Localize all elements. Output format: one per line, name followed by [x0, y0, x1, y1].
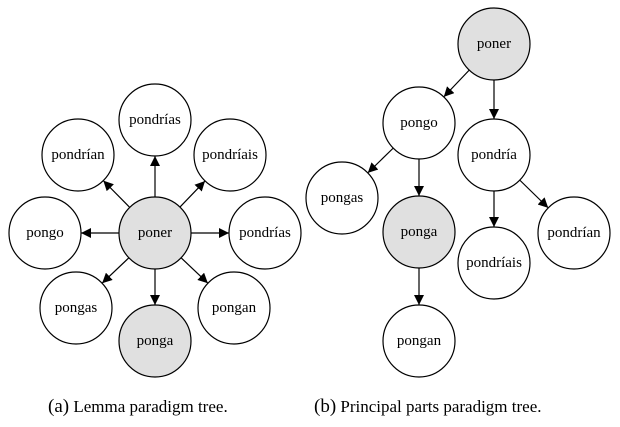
node-b-pondria: pondría	[457, 118, 531, 192]
node-circle	[193, 118, 267, 192]
edge-a-poner-to-a-pongas	[101, 257, 130, 284]
node-a-pongo: pongo	[8, 196, 82, 270]
node-circle	[382, 86, 456, 160]
edge-b-pondria-to-b-pondrian	[519, 179, 549, 209]
node-label: pongo	[400, 115, 438, 131]
node-b-pongo: pongo	[382, 86, 456, 160]
node-label: pondrían	[547, 225, 601, 241]
edge-a-poner-to-a-pondriais	[179, 180, 206, 208]
caption-lemma-tree: (a) Lemma paradigm tree.	[48, 396, 228, 418]
node-label: ponga	[137, 333, 174, 349]
node-b-ponga: ponga	[382, 195, 456, 269]
node-label: poner	[477, 36, 511, 52]
node-circle	[457, 118, 531, 192]
node-circle	[305, 161, 379, 235]
nodes-layer: poner pondrías pondríais pondrías pongan pong…	[8, 7, 611, 378]
caption-a-text: Lemma paradigm tree.	[73, 397, 228, 416]
caption-a-tag: (a)	[48, 396, 70, 417]
node-a-pondrias-top: pondrías	[118, 83, 192, 157]
paradigm-tree-diagram: poner pondrías pondríais pondrías pongan pong…	[8, 7, 611, 378]
node-label: pondríais	[466, 255, 522, 271]
node-label: ponga	[401, 224, 438, 240]
node-circle	[457, 7, 531, 81]
node-label: pongas	[321, 190, 364, 206]
edges-layer	[81, 69, 549, 305]
node-a-poner: poner	[118, 196, 192, 270]
node-a-pondrias-right: pondrías	[228, 196, 302, 270]
node-circle	[8, 196, 82, 270]
node-circle	[118, 83, 192, 157]
node-circle	[39, 271, 113, 345]
edge-b-poner-to-b-pongo	[443, 69, 470, 98]
node-circle	[197, 271, 271, 345]
node-circle	[457, 226, 531, 300]
edge-a-poner-to-a-pongan	[180, 257, 209, 284]
node-circle	[41, 118, 115, 192]
node-b-pondriais: pondríais	[457, 226, 531, 300]
caption-b-text: Principal parts paradigm tree.	[340, 397, 542, 416]
caption-principal-parts-tree: (b) Principal parts paradigm tree.	[314, 396, 542, 418]
node-a-pongan: pongan	[197, 271, 271, 345]
node-label: pongan	[212, 300, 257, 316]
node-circle	[118, 304, 192, 378]
node-circle	[537, 196, 611, 270]
node-b-pongan: pongan	[382, 304, 456, 378]
node-circle	[382, 195, 456, 269]
node-label: pondrías	[239, 225, 291, 241]
node-a-ponga: ponga	[118, 304, 192, 378]
node-label: pondríais	[202, 147, 258, 163]
node-label: pondrían	[51, 147, 105, 163]
node-circle	[228, 196, 302, 270]
node-label: pondrías	[129, 112, 181, 128]
caption-b-tag: (b)	[314, 396, 337, 417]
node-label: poner	[138, 225, 172, 241]
node-b-pondrian: pondrían	[537, 196, 611, 270]
node-a-pondrian: pondrían	[41, 118, 115, 192]
node-label: pongan	[397, 333, 442, 349]
node-b-poner: poner	[457, 7, 531, 81]
node-a-pondriais: pondríais	[193, 118, 267, 192]
node-circle	[118, 196, 192, 270]
node-label: pondría	[471, 147, 517, 163]
edge-b-pongo-to-b-pongas	[367, 147, 394, 174]
edge-a-poner-to-a-pondrian	[102, 180, 131, 208]
node-b-pongas: pongas	[305, 161, 379, 235]
node-label: pongas	[55, 300, 98, 316]
node-a-pongas: pongas	[39, 271, 113, 345]
node-label: pongo	[26, 225, 64, 241]
node-circle	[382, 304, 456, 378]
